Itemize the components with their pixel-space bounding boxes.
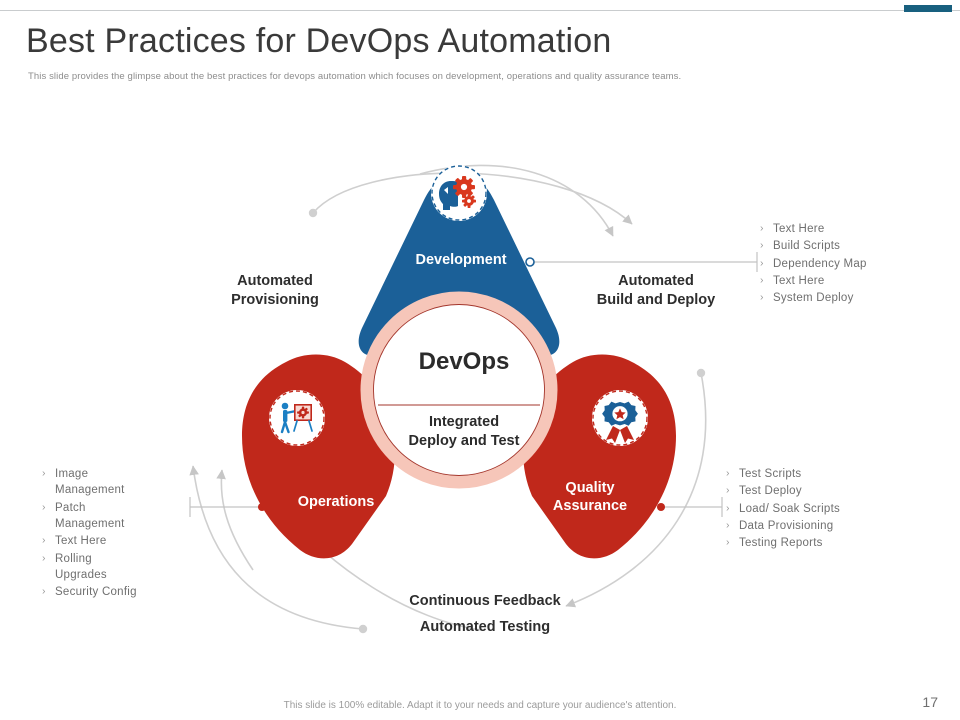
chevron-right-icon: › (42, 500, 46, 513)
chevron-right-icon: › (42, 467, 46, 479)
page-number: 17 (922, 694, 938, 710)
devops-cycle-diagram: Development Operations Quality Assurance… (0, 100, 960, 670)
chevron-right-icon: › (760, 239, 764, 252)
petal-label-development: Development (415, 252, 507, 268)
badge-development[interactable] (431, 165, 487, 221)
list-item[interactable]: › Testing Reports (726, 535, 926, 551)
footer-note: This slide is 100% editable. Adapt it to… (283, 700, 677, 711)
list-item-label: Text Here (773, 274, 825, 287)
list-item[interactable]: › Patch Management (42, 500, 187, 533)
heading-automated-testing: Automated Testing (419, 619, 551, 635)
center-subtitle-line1: Integrated (428, 414, 500, 430)
petal-label-quality-line1: Quality (565, 480, 615, 496)
list-item[interactable]: › Test Deploy (726, 483, 926, 499)
arrow-origin-dots (308, 208, 706, 634)
chevron-right-icon: › (42, 534, 46, 547)
list-item-label: Test Deploy (739, 485, 802, 498)
center-title: DevOps (418, 348, 510, 375)
presenter-board-gear-icon (280, 402, 313, 434)
list-item-label: Patch Management (55, 501, 125, 530)
list-item[interactable]: › Data Provisioning (726, 518, 926, 534)
list-item-label: Data Provisioning (739, 519, 834, 532)
list-item-label: Build Scripts (773, 240, 841, 253)
page-subtitle: This slide provides the glimpse about th… (28, 71, 682, 82)
list-item[interactable]: › System Deploy (760, 290, 950, 306)
badge-quality-assurance[interactable] (592, 390, 648, 446)
bullet-list-quality-assurance: › Test Scripts › Test Deploy › Load/ Soak Scr… (726, 466, 926, 553)
list-item-label: System Deploy (773, 292, 854, 305)
leader-lines (189, 252, 758, 517)
chevron-right-icon: › (760, 256, 764, 269)
list-item-label: Image Management (55, 468, 125, 497)
heading-automated-build-and-deploy: Automated Build and Deploy (570, 272, 742, 310)
list-item[interactable]: › Text Here (760, 273, 950, 289)
list-item-label: Text Here (773, 223, 825, 235)
chevron-right-icon: › (760, 273, 764, 286)
list-item[interactable]: › Build Scripts (760, 238, 950, 254)
chevron-right-icon: › (726, 536, 730, 549)
center-subtitle-line2: Deploy and Test (408, 432, 520, 449)
chevron-right-icon: › (726, 501, 730, 514)
petal-label-quality-assurance: Quality Assurance (530, 480, 650, 515)
list-item-label: Load/ Soak Scripts (739, 502, 841, 515)
heading-continuous-feedback: Continuous Feedback (409, 593, 561, 609)
chevron-right-icon: › (726, 467, 730, 479)
list-item-label: Text Here (55, 535, 107, 548)
center-hub (373, 304, 545, 476)
petal-label-operations: Operations (297, 494, 375, 510)
heading-automated-provisioning: Automated Provisioning (195, 272, 355, 310)
petal-label-quality-line2: Assurance (552, 497, 628, 514)
list-item-label: Security Config (55, 586, 137, 599)
list-item[interactable]: › Image Management (42, 466, 187, 499)
head-gears-icon (439, 176, 476, 210)
award-rosette-icon (602, 401, 638, 443)
badge-operations[interactable] (269, 390, 325, 446)
chevron-right-icon: › (42, 551, 46, 564)
accent-bar (904, 5, 952, 12)
bullet-list-automated-build-and-deploy: ›Text Here›Build Scripts›Dependency Map›… (760, 221, 950, 308)
chevron-right-icon: › (42, 585, 46, 598)
chevron-right-icon: › (760, 222, 764, 234)
bullet-list-operations: › Image Management › Patch Management › Text … (42, 466, 187, 602)
page-title: Best Practices for DevOps Automation (26, 22, 612, 60)
chevron-right-icon: › (726, 484, 730, 497)
list-item-label: Testing Reports (739, 537, 823, 550)
header-divider (0, 10, 960, 11)
list-item[interactable]: › Dependency Map (760, 256, 950, 272)
heading-automated-provisioning-line2: Provisioning (231, 291, 319, 308)
list-item-label: Rolling Upgrades (55, 552, 107, 581)
list-item-label: Test Scripts (739, 468, 802, 480)
heading-automated-provisioning-line1: Automated (237, 273, 313, 289)
chevron-right-icon: › (726, 518, 730, 531)
heading-automated-build-deploy-line1: Automated (618, 273, 694, 289)
list-item[interactable]: › Security Config (42, 584, 187, 600)
list-item[interactable]: › Rolling Upgrades (42, 551, 187, 584)
list-item[interactable]: › Text Here (760, 221, 950, 237)
list-item[interactable]: › Load/ Soak Scripts (726, 501, 926, 517)
center-subtitle: Integrated Deploy and Test (378, 413, 550, 451)
list-item-label: Dependency Map (773, 257, 867, 270)
chevron-right-icon: › (760, 291, 764, 304)
center-ring (360, 291, 558, 489)
list-item[interactable]: › Text Here (42, 533, 187, 549)
list-item[interactable]: › Test Scripts (726, 466, 926, 482)
heading-automated-build-deploy-line2: Build and Deploy (596, 291, 716, 308)
